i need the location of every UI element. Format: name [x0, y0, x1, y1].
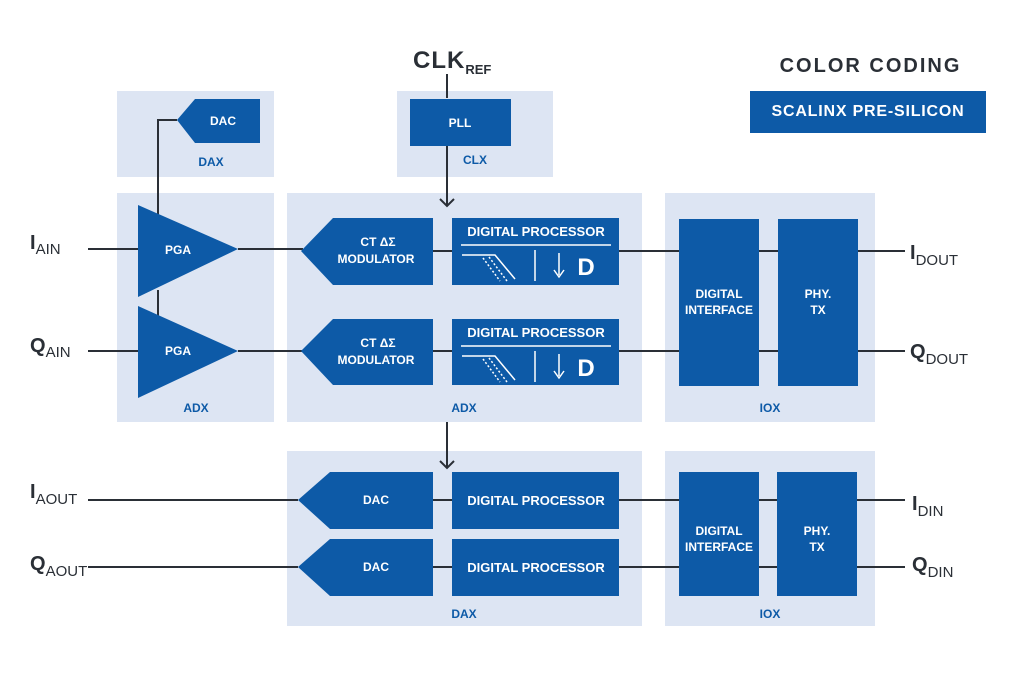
digital-processor-i-block: DIGITAL PROCESSOR D — [452, 218, 619, 285]
signal-label-q-dout: QDOUT — [910, 341, 968, 368]
region-label-dax-top: DAX — [198, 155, 223, 169]
region-label-adx-main: ADX — [451, 401, 476, 415]
decimation-label: D — [577, 254, 594, 281]
svg-text:PHY.: PHY. — [804, 524, 831, 538]
svg-text:TX: TX — [810, 303, 825, 317]
phy-tx-block-top: PHY. TX — [778, 219, 858, 386]
signal-label-q-ain: QAIN — [30, 335, 71, 361]
dac-block-top: DAC — [177, 99, 260, 143]
svg-text:DAC: DAC — [363, 560, 389, 574]
svg-text:DAC: DAC — [363, 493, 389, 507]
digital-processor-tx-q-block: DIGITAL PROCESSOR — [452, 539, 619, 596]
svg-text:PGA: PGA — [165, 243, 191, 257]
svg-text:CT ΔΣ: CT ΔΣ — [360, 336, 395, 350]
svg-text:DIGITAL PROCESSOR: DIGITAL PROCESSOR — [467, 224, 605, 239]
lowpass-filter-icon — [462, 254, 516, 282]
svg-text:MODULATOR: MODULATOR — [338, 353, 415, 367]
signal-label-q-din: QDIN — [912, 554, 953, 581]
region-label-clx: CLX — [463, 153, 487, 167]
pga-q-block: PGA — [138, 306, 238, 398]
phy-tx-block-bottom: PHY. TX — [777, 472, 857, 596]
decimation-arrow-icon — [553, 354, 565, 380]
signal-label-i-din: IDIN — [912, 493, 943, 520]
svg-text:DIGITAL PROCESSOR: DIGITAL PROCESSOR — [467, 493, 605, 508]
decimation-label: D — [577, 355, 594, 382]
svg-text:DIGITAL: DIGITAL — [695, 524, 742, 538]
svg-text:TX: TX — [809, 540, 824, 554]
pga-i-block: PGA — [138, 205, 238, 297]
svg-text:INTERFACE: INTERFACE — [685, 303, 753, 317]
svg-text:CT ΔΣ: CT ΔΣ — [360, 235, 395, 249]
svg-text:PGA: PGA — [165, 344, 191, 358]
signal-label-i-dout: IDOUT — [910, 242, 958, 269]
svg-text:INTERFACE: INTERFACE — [685, 540, 753, 554]
wires — [88, 74, 905, 568]
region-label-adx-pga: ADX — [183, 401, 208, 415]
svg-text:PLL: PLL — [449, 116, 472, 130]
svg-text:MODULATOR: MODULATOR — [338, 252, 415, 266]
svg-text:DIGITAL: DIGITAL — [695, 287, 742, 301]
region-label-dax-bottom: DAX — [451, 607, 476, 621]
signal-label-i-aout: IAOUT — [30, 481, 77, 508]
legend-scalinx-pre-silicon: SCALINX PRE-SILICON — [750, 91, 986, 133]
decimation-arrow-icon — [553, 253, 565, 279]
signal-label-q-aout: QAOUT — [30, 553, 87, 580]
dac-i-block: DAC — [298, 472, 433, 529]
dac-q-block: DAC — [298, 539, 433, 596]
digital-interface-block-top: DIGITAL INTERFACE — [679, 219, 759, 386]
signal-label-i-ain: IAIN — [30, 232, 61, 258]
svg-text:PHY.: PHY. — [805, 287, 832, 301]
svg-text:DIGITAL PROCESSOR: DIGITAL PROCESSOR — [467, 325, 605, 340]
modulator-i-block: CT ΔΣ MODULATOR — [301, 218, 433, 285]
modulator-q-block: CT ΔΣ MODULATOR — [301, 319, 433, 385]
region-label-iox-top: IOX — [760, 401, 781, 415]
region-label-iox-bottom: IOX — [760, 607, 781, 621]
lowpass-filter-icon — [462, 355, 516, 383]
digital-processor-tx-i-block: DIGITAL PROCESSOR — [452, 472, 619, 529]
pll-block: PLL — [410, 99, 511, 146]
svg-text:DAC: DAC — [210, 114, 236, 128]
legend-title: COLOR CODING — [779, 55, 962, 77]
digital-processor-q-block: DIGITAL PROCESSOR D — [452, 319, 619, 385]
svg-text:DIGITAL PROCESSOR: DIGITAL PROCESSOR — [467, 560, 605, 575]
signal-label-clk-ref: CLKREF — [413, 47, 491, 77]
digital-interface-block-bottom: DIGITAL INTERFACE — [679, 472, 759, 596]
